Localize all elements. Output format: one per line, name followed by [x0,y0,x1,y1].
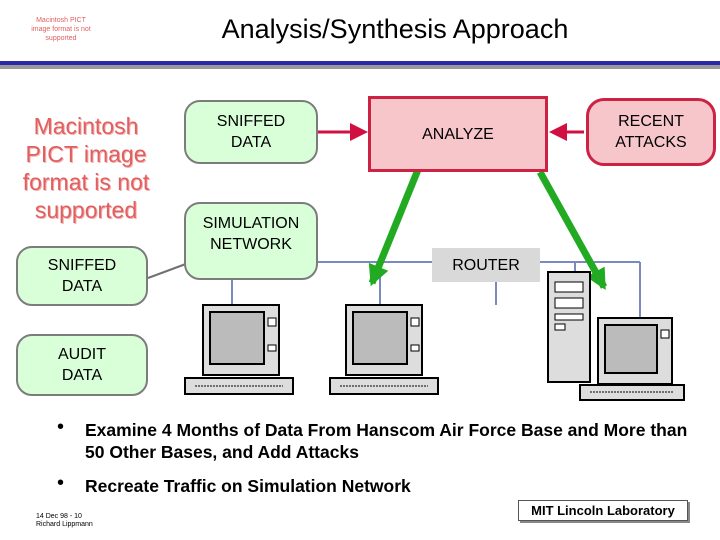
footer-slide-info: 14 Dec 98 - 10 Richard Lippmann [36,513,93,529]
pict-placeholder-small: Macintosh PICT image format is not suppo… [31,17,91,42]
computer-icon [184,304,294,395]
title-rule-blue [0,61,720,65]
computer-icon [329,304,439,395]
router-label: ROUTER [452,256,520,274]
bullet-marker: • [57,472,65,494]
simulation-network-label: SIMULATION NETWORK [202,215,300,253]
audit-data-box: AUDIT DATA [16,334,148,396]
analyze-label: ANALYZE [422,125,494,143]
footer-date: 14 Dec 98 - 10 [36,513,82,520]
sniffed-data-left-box: SNIFFED DATA [16,246,148,306]
simulation-network-box: SIMULATION NETWORK [184,202,318,280]
bullet-marker: • [57,416,65,438]
recent-attacks-box: RECENT ATTACKS [586,98,716,166]
arrow-attacks-to-network [536,170,608,291]
page-title: Analysis/Synthesis Approach [221,14,569,44]
sniffed-data-top-box: SNIFFED DATA [184,100,318,164]
sniffed-data-top-label: SNIFFED DATA [216,113,286,151]
footer-lab-name: MIT Lincoln Laboratory [518,500,688,521]
pict-placeholder-large: Macintosh PICT image format is not suppo… [22,113,150,223]
sniffed-data-left-label: SNIFFED DATA [47,257,117,295]
title-rule-grey [0,65,720,69]
bullet-1: Examine 4 Months of Data From Hanscom Ai… [85,420,688,462]
audit-data-label: AUDIT DATA [58,346,106,384]
recent-attacks-label: RECENT ATTACKS [615,113,687,151]
bullet-2: Recreate Traffic on Simulation Network [85,476,411,496]
router-box: ROUTER [432,248,540,282]
footer-author: Richard Lippmann [36,521,93,528]
analyze-box: ANALYZE [368,96,548,172]
router-tower-icon [547,271,591,383]
computer-icon [579,317,685,401]
